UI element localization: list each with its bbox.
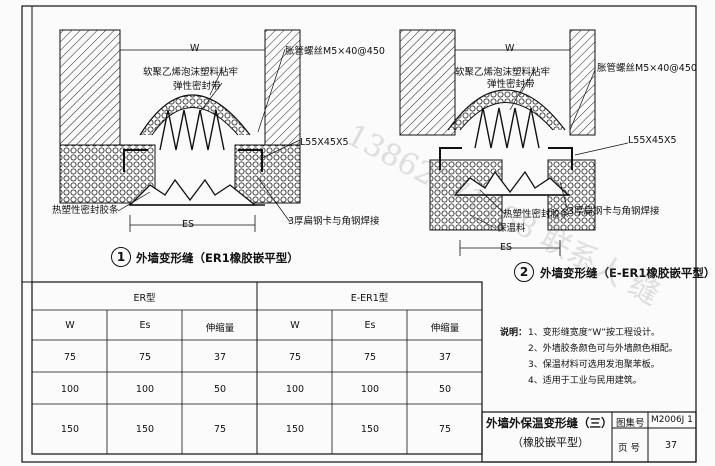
drawing1-number: 1 — [111, 247, 131, 267]
table-header-w2: W — [290, 320, 300, 331]
notes-item-2: 2、外墙胶条颜色可与外墙颜色相配。 — [528, 344, 678, 354]
drawing2-caption: 外墙变形缝（E-ER1橡胶嵌平型） — [540, 266, 715, 280]
drawing1-label-clip: 3厚扁钢卡与角钢焊接 — [288, 216, 380, 227]
table-cell: 75 — [213, 424, 227, 435]
table-cell: 75 — [438, 424, 452, 435]
title-block-atlas-value: M2006J 1 — [651, 415, 693, 425]
drawing1-label-plastic: 热塑性密封胶条 — [52, 205, 119, 216]
drawing2-number: 2 — [514, 262, 534, 282]
title-block-page-label: 页 号 — [618, 443, 641, 454]
table-cell: 37 — [213, 352, 227, 363]
notes-item-4: 4、适用于工业与民用建筑。 — [528, 376, 642, 386]
table-group-e-er1: E-ER1型 — [350, 293, 389, 304]
table-header-expansion1: 伸缩量 — [205, 323, 235, 334]
table-header-w1: W — [65, 320, 75, 331]
drawing1-label-screw: 胀管螺丝M5×40@450 — [285, 46, 385, 57]
drawing2-label-insul: 保温料 — [497, 223, 526, 234]
drawing2-dim-es: ES — [500, 242, 513, 253]
title-block-atlas-label: 图集号 — [616, 418, 645, 429]
table-cell: 37 — [438, 352, 452, 363]
table-cell: 50 — [213, 384, 227, 395]
table-cell: 100 — [60, 384, 80, 395]
drawing-sheet: W 软聚乙烯泡沫塑料粘牢 弹性密封带 胀管螺丝M5×40@450 L55X45X… — [21, 5, 715, 463]
table-header-es1: Es — [139, 320, 151, 331]
drawing2-dim-w: W — [505, 43, 515, 54]
detail-drawing-1 — [59, 29, 301, 232]
drawing2-label-foam: 软聚乙烯泡沫塑料粘牢 — [455, 67, 551, 78]
drawing2-label-angle: L55X45X5 — [628, 135, 677, 146]
table-cell: 150 — [285, 424, 305, 435]
drawing1-dim-es: ES — [182, 219, 195, 230]
table-cell: 75 — [138, 352, 152, 363]
table-cell: 100 — [135, 384, 155, 395]
title-block-page-value: 37 — [665, 440, 678, 451]
table-group-er: ER型 — [133, 293, 156, 304]
table-header-es2: Es — [364, 320, 376, 331]
drawing2-label-clip: 3厚扁钢卡与角钢焊接 — [568, 206, 660, 217]
table-header-expansion2: 伸缩量 — [430, 323, 460, 334]
title-block-subtitle: （橡胶嵌平型） — [512, 436, 589, 449]
drawing2-label-screw: 胀管螺丝M5×40@450 — [597, 63, 697, 74]
title-block-title: 外墙外保温变形缝（三） — [486, 416, 613, 430]
table-cell: 100 — [360, 384, 380, 395]
drawing1-label-angle: L55X45X5 — [300, 137, 349, 148]
drawing-linework — [21, 5, 697, 463]
table-cell: 150 — [360, 424, 380, 435]
drawing1-dim-w: W — [190, 43, 200, 54]
table-cell: 75 — [288, 352, 302, 363]
drawing1-label-foam: 软聚乙烯泡沫塑料粘牢 — [143, 67, 239, 78]
notes-item-3: 3、保温材料可选用发泡聚苯板。 — [528, 360, 660, 370]
drawing2-label-plastic: 热塑性密封胶条 — [503, 209, 570, 220]
notes-title: 说明： — [500, 328, 528, 338]
detail-drawing-2 — [399, 29, 629, 256]
notes-item-1: 1、变形缝宽度“W”按工程设计。 — [528, 328, 660, 338]
table-cell: 100 — [285, 384, 305, 395]
table-cell: 75 — [363, 352, 377, 363]
drawing2-label-seal: 弹性密封带 — [487, 79, 535, 90]
drawing1-label-seal: 弹性密封带 — [173, 81, 221, 92]
table-cell: 75 — [63, 352, 77, 363]
table-grid — [31, 281, 483, 455]
title-block-grid — [481, 411, 697, 463]
table-cell: 150 — [135, 424, 155, 435]
drawing1-caption: 外墙变形缝（ER1橡胶嵌平型） — [136, 251, 299, 265]
table-cell: 50 — [438, 384, 452, 395]
table-cell: 150 — [60, 424, 80, 435]
